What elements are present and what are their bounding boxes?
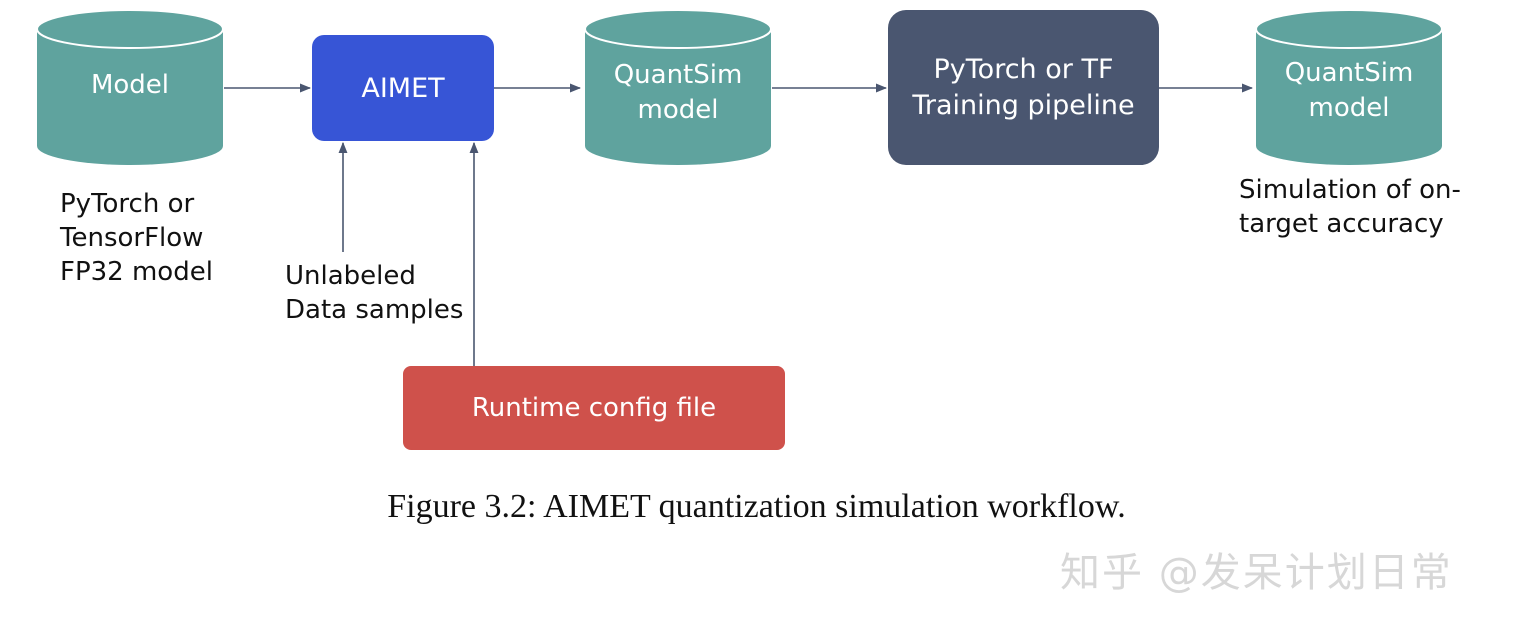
quantsim-output-database-node: QuantSim model bbox=[1255, 9, 1443, 166]
figure-caption: Figure 3.2: AIMET quantization simulatio… bbox=[387, 488, 1126, 525]
model-database-node: Model bbox=[36, 9, 224, 166]
database-icon bbox=[36, 9, 224, 165]
watermark: 知乎 @发呆计划日常 bbox=[1060, 550, 1453, 596]
quantsim-database-node: QuantSim model bbox=[584, 9, 772, 166]
fp32-model-note: PyTorch or TensorFlow FP32 model bbox=[60, 189, 213, 287]
database-icon bbox=[1255, 9, 1443, 165]
quantsim-output-label: QuantSim model bbox=[1284, 58, 1414, 123]
model-label: Model bbox=[90, 69, 170, 100]
simulation-note: Simulation of on- target accuracy bbox=[1239, 175, 1461, 239]
quantsim-label: QuantSim model bbox=[613, 60, 743, 125]
runtime-config-node: Runtime config file bbox=[403, 366, 785, 450]
aimet-node: AIMET bbox=[312, 35, 494, 141]
database-icon bbox=[584, 9, 772, 165]
training-pipeline-node: PyTorch or TF Training pipeline bbox=[888, 10, 1159, 165]
unlabeled-data-note: Unlabeled Data samples bbox=[285, 261, 464, 325]
